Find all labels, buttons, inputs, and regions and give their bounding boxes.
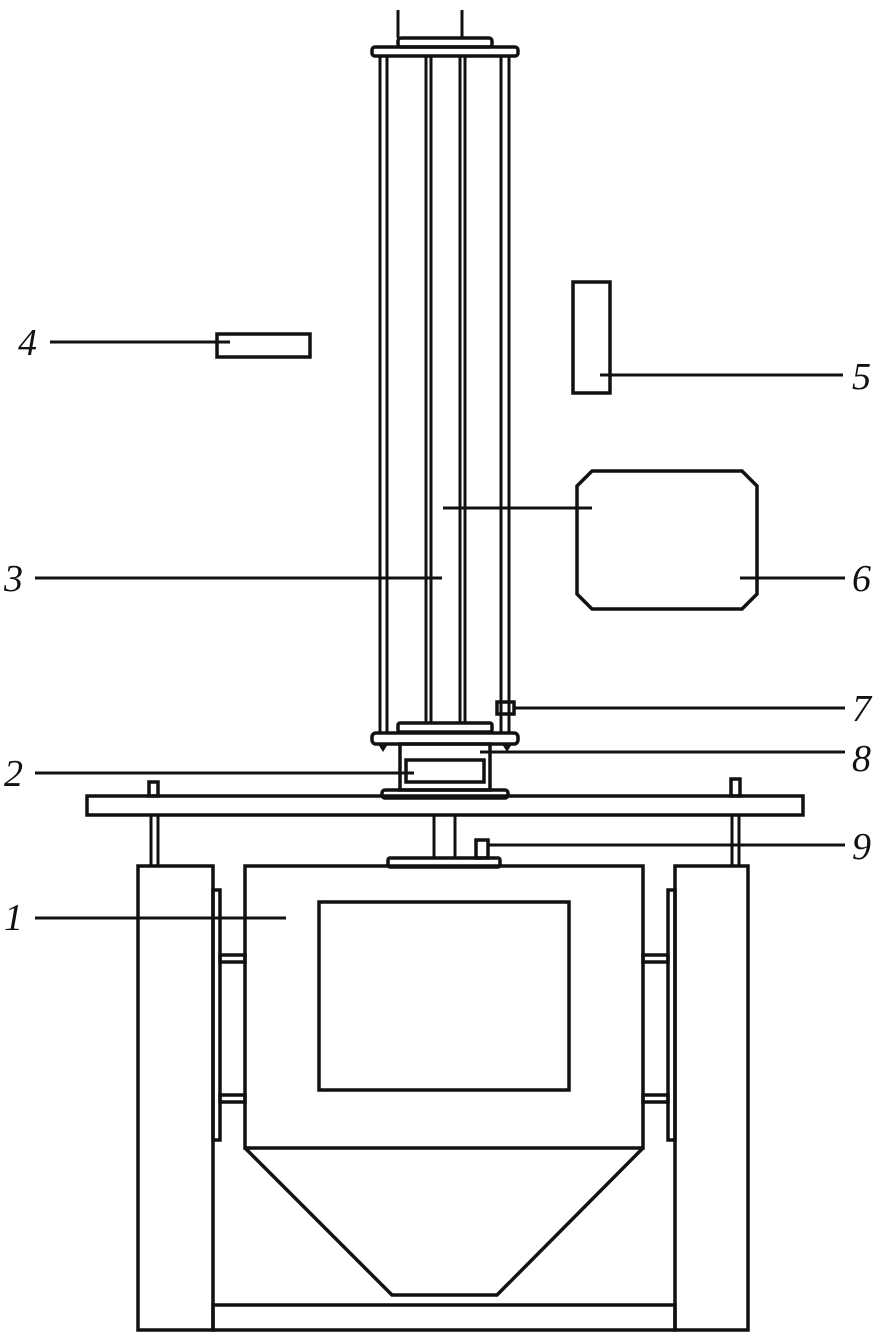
sensor-box — [380, 742, 510, 800]
component-4 — [215, 332, 312, 359]
base-frame — [136, 864, 750, 1332]
component-6 — [575, 469, 759, 611]
container — [243, 864, 645, 1297]
column-tube — [378, 56, 511, 733]
column-top-flange — [370, 10, 520, 58]
leader-lines — [35, 340, 845, 920]
component-5 — [571, 280, 612, 395]
label-7: 7 — [852, 688, 873, 730]
label-4: 4 — [18, 322, 37, 364]
label-8: 8 — [852, 738, 871, 780]
label-2: 2 — [4, 753, 23, 795]
label-5: 5 — [852, 356, 871, 398]
label-1: 1 — [4, 897, 23, 939]
column-bottom-flange — [370, 721, 520, 752]
label-6: 6 — [852, 558, 871, 600]
table-plate — [85, 777, 805, 866]
label-9: 9 — [852, 826, 871, 868]
stem — [386, 815, 502, 869]
label-3: 3 — [3, 558, 23, 600]
